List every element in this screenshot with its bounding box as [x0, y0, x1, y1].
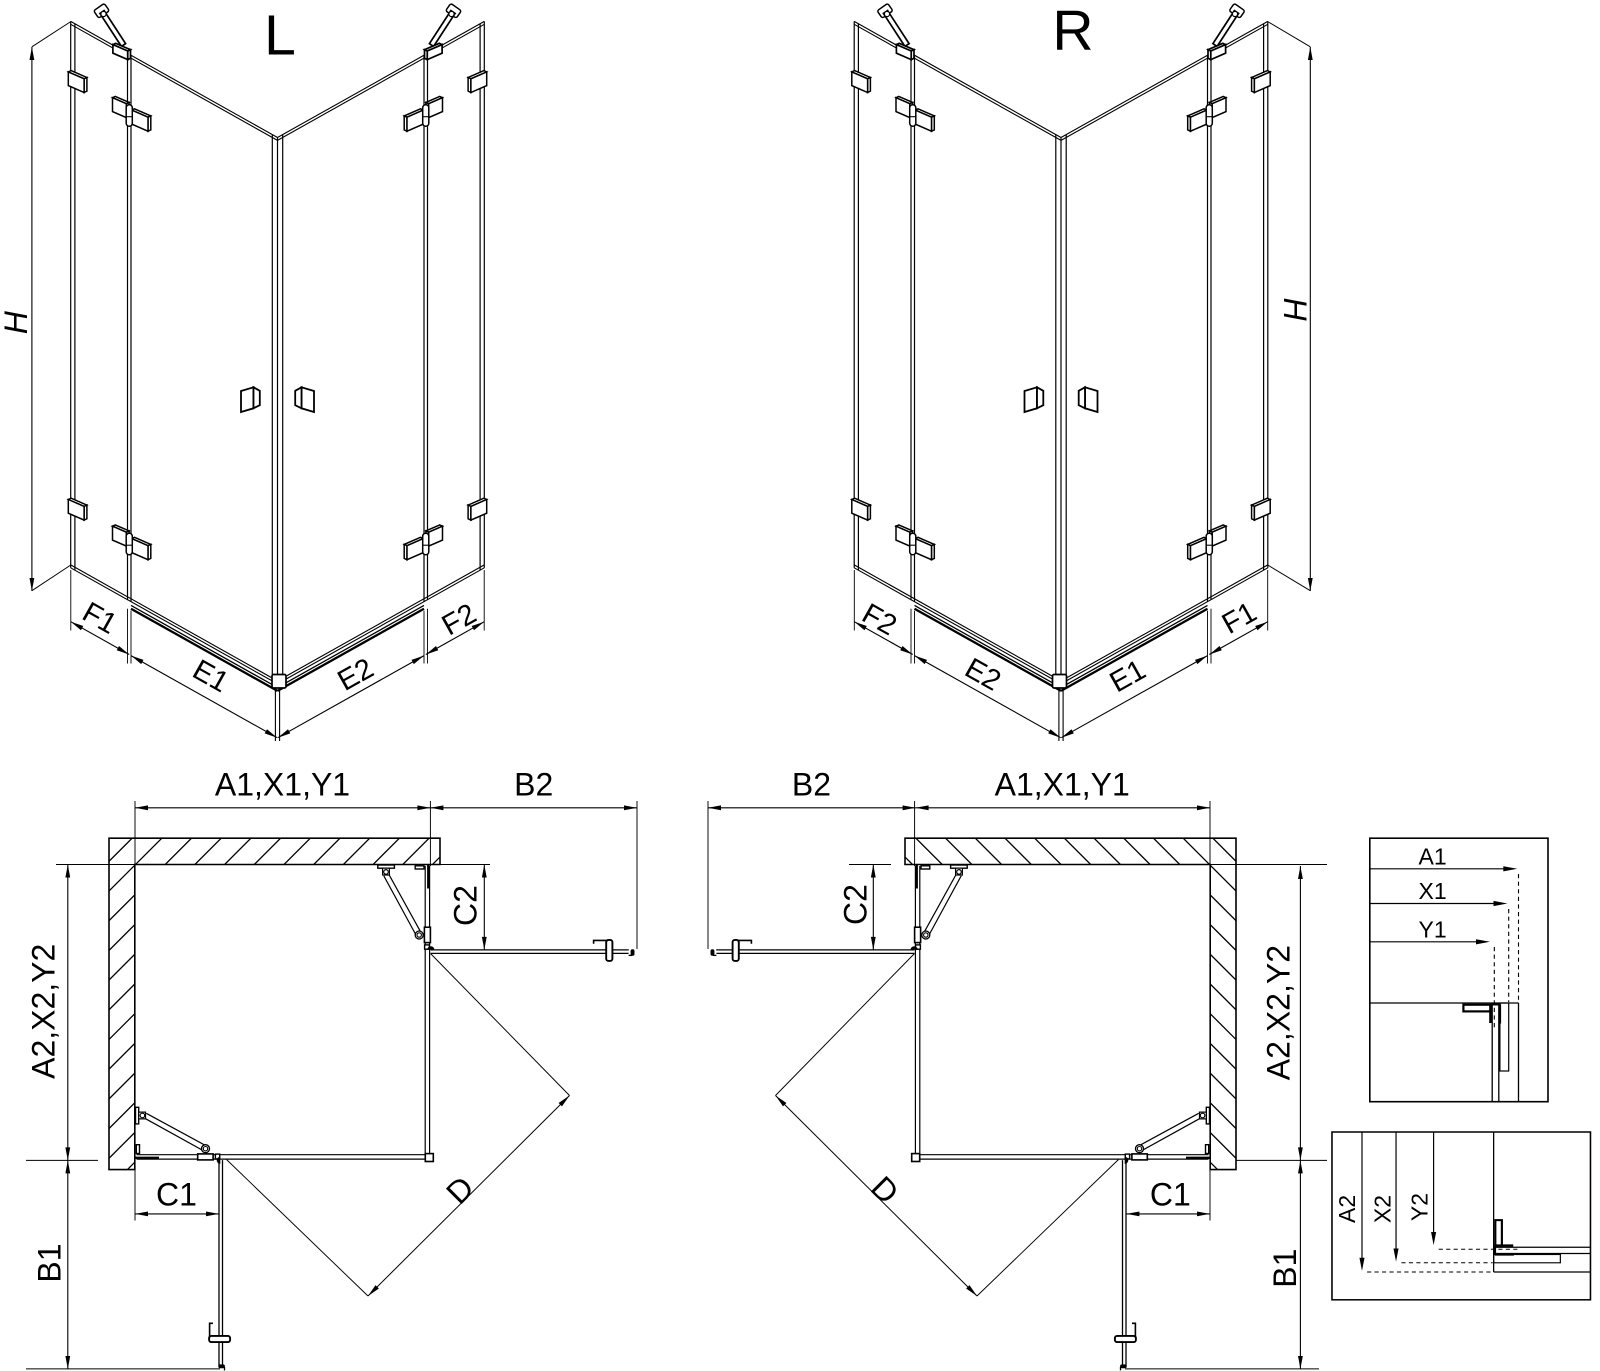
svg-text:B2: B2	[792, 767, 831, 803]
svg-text:A2: A2	[1334, 1195, 1360, 1223]
svg-text:Y1: Y1	[1419, 917, 1447, 943]
svg-text:A2,X2,Y2: A2,X2,Y2	[26, 944, 62, 1079]
svg-text:C2: C2	[838, 884, 874, 925]
svg-text:B2: B2	[514, 767, 553, 803]
svg-text:Y2: Y2	[1407, 1193, 1433, 1221]
svg-text:H: H	[1277, 297, 1313, 321]
svg-text:A2,X2,Y2: A2,X2,Y2	[1261, 945, 1297, 1080]
svg-text:C2: C2	[448, 885, 484, 926]
svg-text:L: L	[264, 4, 296, 68]
svg-text:A1: A1	[1419, 844, 1447, 870]
svg-text:X2: X2	[1370, 1195, 1396, 1223]
svg-text:A1,X1,Y1: A1,X1,Y1	[995, 767, 1130, 803]
svg-text:X1: X1	[1419, 878, 1447, 904]
svg-text:C1: C1	[156, 1177, 197, 1213]
svg-text:C1: C1	[1150, 1177, 1191, 1213]
svg-text:B1: B1	[32, 1243, 68, 1282]
svg-text:H: H	[0, 310, 34, 334]
svg-text:A1,X1,Y1: A1,X1,Y1	[215, 767, 350, 803]
svg-text:R: R	[1052, 0, 1093, 63]
svg-text:B1: B1	[1267, 1249, 1303, 1288]
